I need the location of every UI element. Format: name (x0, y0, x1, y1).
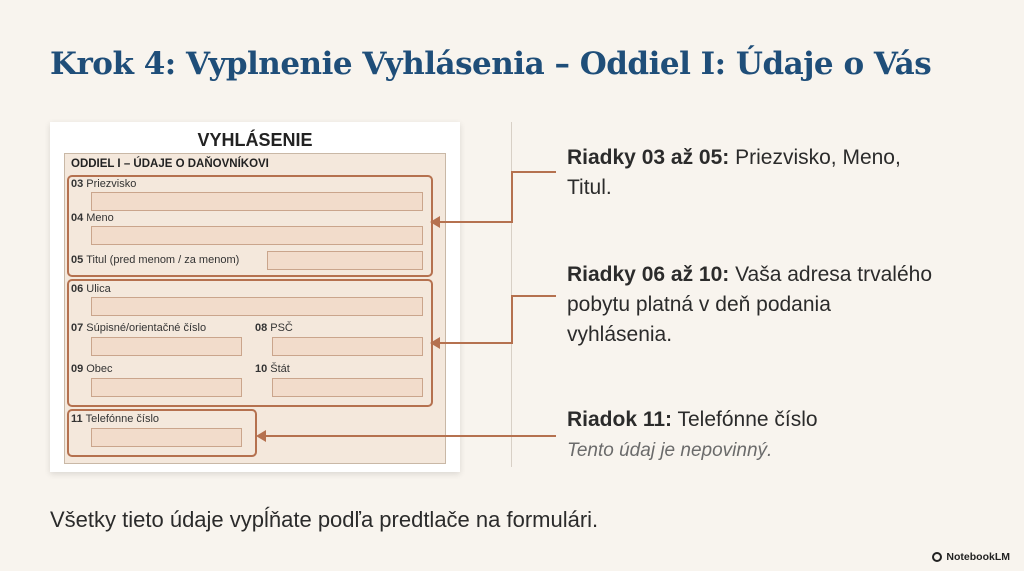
group-row-11 (67, 409, 257, 457)
field-10-input (272, 378, 423, 397)
brand-name: NotebookLM (946, 551, 1010, 563)
field-09-input (91, 378, 242, 397)
note-rows-03-05: Riadky 03 až 05: Priezvisko, Meno, Titul… (567, 146, 901, 199)
arrow-rows-06-10 (432, 295, 556, 344)
field-05-input (267, 251, 423, 270)
form-section-heading: ODDIEL I – ÚDAJE O DAŇOVNÍKOVI (71, 158, 269, 170)
arrowhead-row-11 (256, 430, 266, 442)
arrowhead-rows-06-10 (430, 337, 440, 349)
notebooklm-icon (932, 552, 943, 562)
brand-logo: NotebookLM (932, 551, 1010, 563)
vertical-divider (511, 122, 512, 467)
note-rows-06-10: Riadky 06 až 10: Vaša adresa trvalého po… (567, 263, 932, 346)
field-06-input (91, 297, 423, 316)
arrow-rows-03-05 (432, 171, 556, 223)
footer-text: Všetky tieto údaje vypĺňate podľa predtl… (50, 507, 599, 532)
arrowhead-rows-03-05 (430, 216, 440, 228)
note-row-11-optional: Tento údaj je nepovinný. (567, 440, 773, 461)
note-row-11: Riadok 11: Telefónne číslo Tento údaj je… (567, 408, 818, 461)
field-03-input (91, 192, 423, 211)
field-04-input (91, 226, 423, 245)
group-rows-03-05 (67, 175, 433, 277)
field-07-input (91, 337, 242, 356)
slide-title: Krok 4: Vyplnenie Vyhlásenia – Oddiel I:… (50, 46, 932, 82)
field-08-input (272, 337, 423, 356)
form-illustration: VYHLÁSENIE ODDIEL I – ÚDAJE O DAŇOVNÍKOV… (50, 122, 460, 472)
form-title: VYHLÁSENIE (197, 130, 313, 150)
field-11-input (91, 428, 242, 447)
